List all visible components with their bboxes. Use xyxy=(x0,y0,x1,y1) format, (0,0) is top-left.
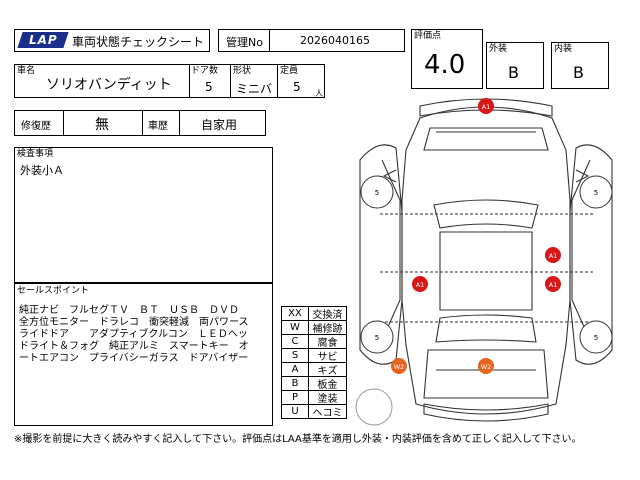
sheet-title: 車両状態チェックシート xyxy=(72,35,205,49)
repair-value: 無 xyxy=(95,117,109,133)
inspection-label: 検査事項 xyxy=(17,149,54,159)
svg-text:A1: A1 xyxy=(416,281,425,289)
svg-text:5: 5 xyxy=(594,189,598,197)
sales-line: 全方位モニター ドラレコ 衝突軽減 両パワース xyxy=(19,317,249,328)
sales-line: 純正ナビ フルセグＴＶ ＢＴ ＵＳＢ ＤＶＤ xyxy=(19,305,239,316)
damage-marker-front: A1 xyxy=(478,98,494,114)
svg-text:5: 5 xyxy=(375,189,379,197)
inspection-value: 外装小Ａ xyxy=(20,164,64,177)
svg-text:5: 5 xyxy=(594,334,598,342)
interior-label: 内装 xyxy=(554,44,573,54)
mgmt-value-box xyxy=(269,29,405,52)
inspection-box xyxy=(14,147,273,283)
exterior-label: 外装 xyxy=(489,44,508,54)
mgmt-label: 管理No xyxy=(226,36,263,49)
shape-label: 形状 xyxy=(233,66,252,76)
svg-text:A1: A1 xyxy=(549,252,558,260)
legend-meaning: ヘコミ xyxy=(308,404,347,419)
sales-line: ドライト＆フォグ 純正アルミ スマートキー オ xyxy=(19,341,249,352)
interior-box xyxy=(551,42,609,89)
doors-label: ドア数 xyxy=(191,66,219,76)
mgmt-value: 2026040165 xyxy=(300,34,370,47)
damage-marker-right-middle: A1 xyxy=(545,276,561,292)
repair-label: 修復歴 xyxy=(21,121,51,132)
damage-marker-rear-center: W2 xyxy=(478,358,494,374)
capacity-unit: 人 xyxy=(315,89,323,98)
exterior-box xyxy=(486,42,544,89)
legend-row: U ヘコミ xyxy=(281,404,347,419)
exterior-value: B xyxy=(508,63,519,82)
doors-value: 5 xyxy=(205,80,213,94)
damage-marker-right-upper: A1 xyxy=(545,247,561,263)
score-value: 4.0 xyxy=(424,50,466,80)
damage-marker-left-middle: A1 xyxy=(412,276,428,292)
svg-text:A1: A1 xyxy=(549,281,558,289)
interior-value: B xyxy=(573,63,584,82)
capacity-box xyxy=(277,64,325,98)
shape-value: ミニバ xyxy=(236,82,273,96)
repair-value-box xyxy=(63,110,143,136)
usage-label: 車歴 xyxy=(148,121,168,132)
usage-value-box xyxy=(179,110,266,136)
sales-line: ートエアコン プライバシーガラス ドアバイザー xyxy=(19,353,249,364)
svg-text:W2: W2 xyxy=(394,363,405,371)
svg-text:5: 5 xyxy=(375,334,379,342)
usage-value: 自家用 xyxy=(201,118,238,132)
score-box xyxy=(411,29,483,89)
tire-rear-right: 5 xyxy=(579,320,613,354)
svg-text:W2: W2 xyxy=(481,363,492,371)
footer-note: ※撮影を前提に大きく読みやすく記入して下さい。評価点はLAA基準を適用し外装・内… xyxy=(14,434,582,445)
car-name-value: ソリオバンディット xyxy=(46,77,172,93)
capacity-value: 5 xyxy=(293,80,301,94)
tire-rear-left: 5 xyxy=(360,320,394,354)
doors-box xyxy=(189,64,231,98)
svg-text:A1: A1 xyxy=(482,103,491,111)
capacity-label: 定員 xyxy=(280,66,299,76)
score-label: 評価点 xyxy=(414,31,442,41)
shape-box xyxy=(230,64,278,98)
tire-front-left: 5 xyxy=(360,175,394,209)
sales-label: セールスポイント xyxy=(17,286,90,296)
sales-box xyxy=(14,283,273,426)
car-name-box xyxy=(14,64,190,98)
stamp-circle xyxy=(355,388,393,426)
car-name-label: 車名 xyxy=(17,66,36,76)
sales-line: ライドドア アダプティブクルコン ＬＥＤヘッ xyxy=(19,329,248,340)
damage-marker-rear-left: W2 xyxy=(391,358,407,374)
tire-front-right: 5 xyxy=(579,175,613,209)
